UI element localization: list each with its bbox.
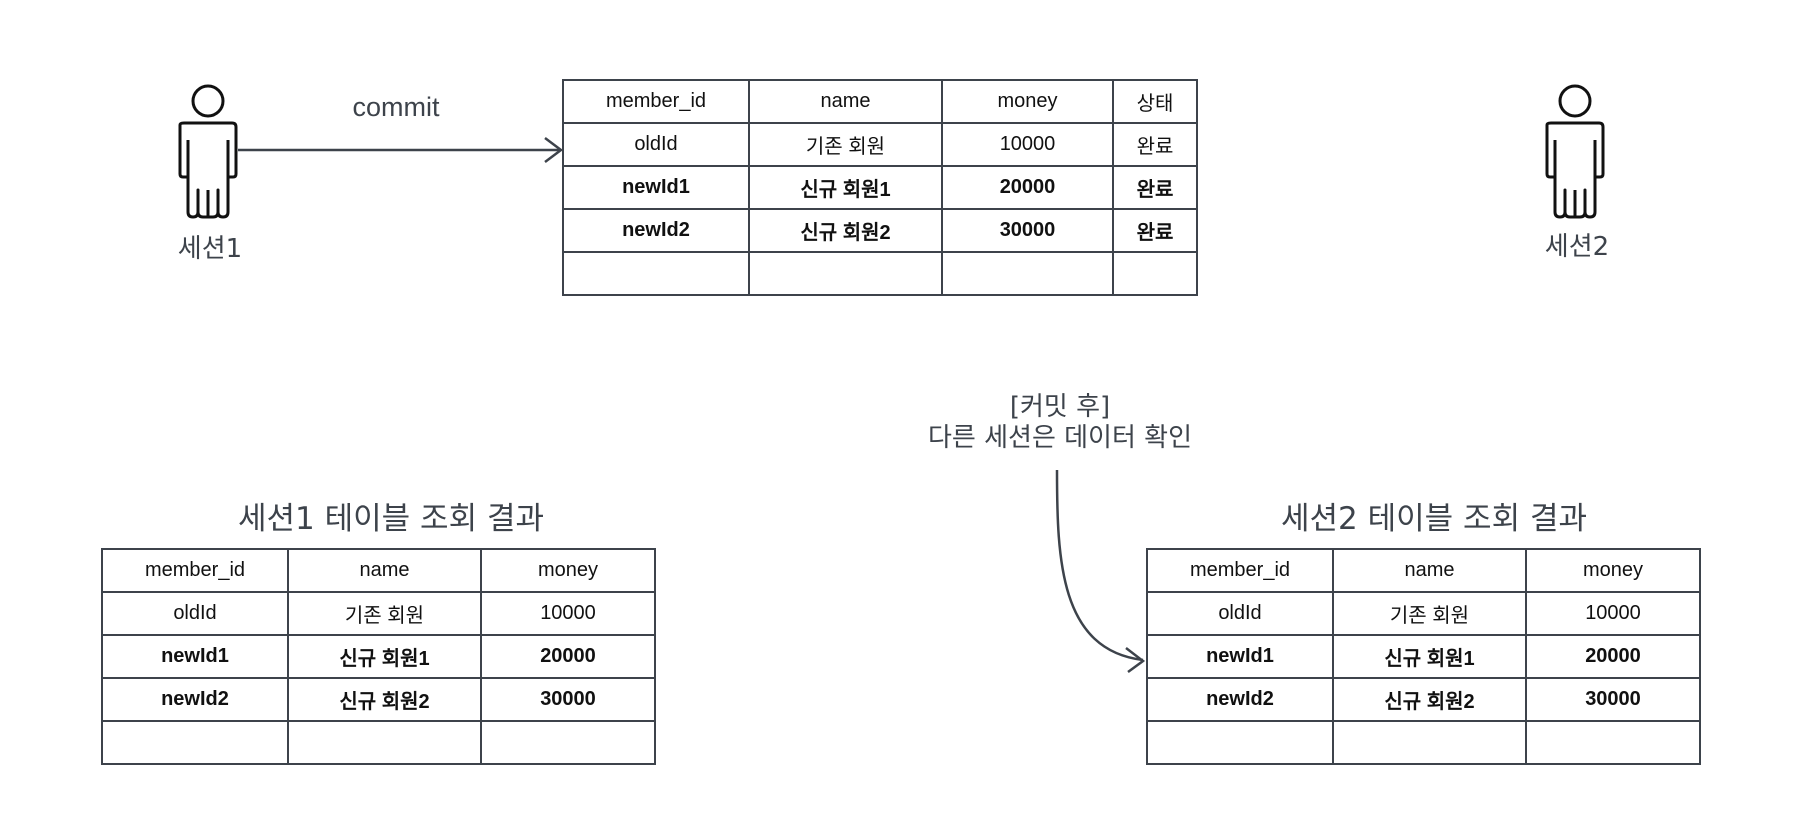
table-cell [480, 720, 656, 765]
table-cell: 20000 [1525, 634, 1701, 679]
header-cell: name [1332, 548, 1527, 593]
table-header-row: member_id name money [1146, 548, 1701, 593]
table-cell: 신규 회원2 [748, 208, 943, 253]
table-cell: oldId [1146, 591, 1334, 636]
table-row [101, 720, 656, 765]
table-row: newId1 신규 회원1 20000 [1146, 634, 1701, 679]
table-header-row: member_id name money 상태 [562, 79, 1198, 124]
table-cell: 신규 회원1 [1332, 634, 1527, 679]
table-cell: 20000 [480, 634, 656, 679]
table-cell [1112, 251, 1198, 296]
table-cell: 30000 [480, 677, 656, 722]
session2-result-table: member_id name money oldId 기존 회원 10000 n… [1146, 548, 1701, 765]
table-cell: newId1 [562, 165, 750, 210]
table-cell [1146, 720, 1334, 765]
table-cell: 신규 회원2 [1332, 677, 1527, 722]
table-cell [941, 251, 1114, 296]
header-cell: money [480, 548, 656, 593]
commit-label: commit [352, 92, 440, 122]
commit-arrow [238, 137, 564, 163]
table-cell: 신규 회원2 [287, 677, 482, 722]
table-cell: 30000 [941, 208, 1114, 253]
header-cell: money [941, 79, 1114, 124]
table-header-row: member_id name money [101, 548, 656, 593]
table-cell: 기존 회원 [1332, 591, 1527, 636]
table-cell: 완료 [1112, 165, 1198, 210]
table-cell: newId2 [562, 208, 750, 253]
header-cell: member_id [562, 79, 750, 124]
header-cell: name [287, 548, 482, 593]
main-table: member_id name money 상태 oldId 기존 회원 1000… [562, 79, 1198, 296]
table-cell: 신규 회원1 [287, 634, 482, 679]
commit-note-line1: [커밋 후] [1009, 392, 1111, 422]
table-cell: newId1 [101, 634, 289, 679]
header-cell: member_id [101, 548, 289, 593]
table-cell: 10000 [1525, 591, 1701, 636]
table-row: oldId 기존 회원 10000 완료 [562, 122, 1198, 167]
header-cell: 상태 [1112, 79, 1198, 124]
header-cell: member_id [1146, 548, 1334, 593]
table-row: newId2 신규 회원2 30000 [1146, 677, 1701, 722]
person-icon [1545, 84, 1605, 219]
table-cell [1332, 720, 1527, 765]
table-cell: 기존 회원 [287, 591, 482, 636]
session1-result-title: 세션1 테이블 조회 결과 [238, 501, 544, 537]
table-row: newId1 신규 회원1 20000 [101, 634, 656, 679]
table-cell [1525, 720, 1701, 765]
commit-note-line2: 다른 세션은 데이터 확인 [928, 423, 1192, 453]
table-cell: 완료 [1112, 208, 1198, 253]
table-cell [562, 251, 750, 296]
visibility-arrow [1055, 469, 1146, 674]
header-cell: money [1525, 548, 1701, 593]
table-cell: oldId [101, 591, 289, 636]
table-cell: 기존 회원 [748, 122, 943, 167]
table-cell: 신규 회원1 [748, 165, 943, 210]
session2-actor [1537, 80, 1617, 220]
table-row: newId1 신규 회원1 20000 완료 [562, 165, 1198, 210]
session1-label: 세션1 [177, 234, 243, 264]
person-icon [178, 84, 238, 219]
table-cell: 10000 [480, 591, 656, 636]
header-cell: name [748, 79, 943, 124]
table-row: newId2 신규 회원2 30000 완료 [562, 208, 1198, 253]
table-cell [748, 251, 943, 296]
session2-result-title: 세션2 테이블 조회 결과 [1281, 501, 1587, 537]
table-row: oldId 기존 회원 10000 [1146, 591, 1701, 636]
table-row: oldId 기존 회원 10000 [101, 591, 656, 636]
table-cell: newId1 [1146, 634, 1334, 679]
table-row [1146, 720, 1701, 765]
table-cell: 10000 [941, 122, 1114, 167]
table-cell: newId2 [1146, 677, 1334, 722]
table-cell [101, 720, 289, 765]
session1-result-table: member_id name money oldId 기존 회원 10000 n… [101, 548, 656, 765]
table-cell: oldId [562, 122, 750, 167]
session2-label: 세션2 [1544, 232, 1610, 262]
table-row: newId2 신규 회원2 30000 [101, 677, 656, 722]
table-cell: 완료 [1112, 122, 1198, 167]
table-cell: 20000 [941, 165, 1114, 210]
session1-actor [170, 80, 250, 220]
table-cell: newId2 [101, 677, 289, 722]
commit-note: [커밋 후] 다른 세션은 데이터 확인 [880, 392, 1240, 454]
table-cell: 30000 [1525, 677, 1701, 722]
table-row [562, 251, 1198, 296]
table-cell [287, 720, 482, 765]
